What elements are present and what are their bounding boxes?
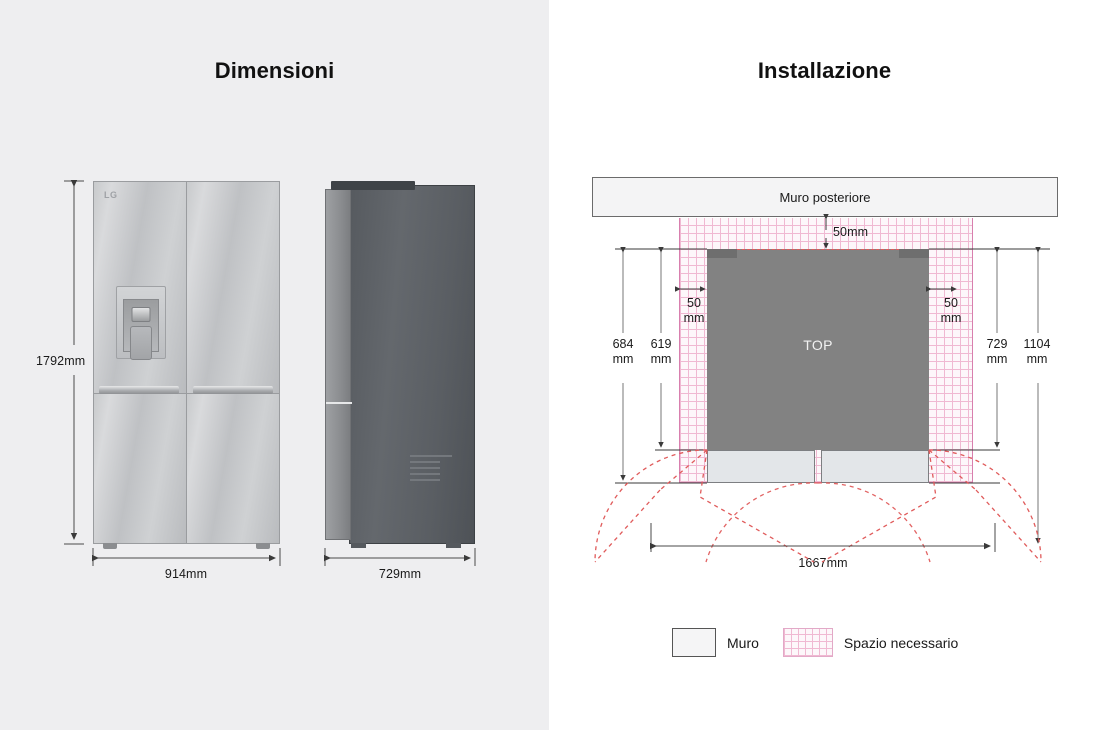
dispenser-nozzle-icon <box>131 307 151 322</box>
dimension-619: 619 mm <box>641 337 681 367</box>
required-space-swatch-icon <box>782 628 833 657</box>
dimension-619-value: 619 <box>650 337 672 351</box>
door-bottom-right <box>186 393 280 544</box>
side-foot-front <box>351 543 366 548</box>
side-door-edge <box>325 189 352 540</box>
front-height-label: 1792mm <box>36 354 86 368</box>
side-body <box>349 185 475 544</box>
right-clearance-unit: mm <box>940 310 962 325</box>
foot-right <box>256 543 270 549</box>
left-clearance-label: 50 mm <box>676 296 712 326</box>
water-dispenser <box>116 286 166 360</box>
door-footprint-right <box>821 450 929 483</box>
side-top-hinge <box>331 181 415 190</box>
dimension-684-value: 684 <box>612 337 634 351</box>
door-footprint-left <box>707 450 815 483</box>
side-foot-rear <box>446 543 461 548</box>
dimension-1104-unit: mm <box>1026 351 1048 366</box>
rear-clearance-label: 50mm <box>833 225 869 239</box>
dimension-619-unit: mm <box>650 351 672 366</box>
unit-footprint-label: TOP <box>803 337 833 353</box>
legend: Muro Spazio necessario <box>672 628 958 657</box>
hinge-block-right <box>899 249 929 258</box>
dimension-729-value: 729 <box>986 337 1008 351</box>
total-width-label: 1667mm <box>798 556 848 570</box>
dimension-729: 729 mm <box>977 337 1017 367</box>
side-depth-label: 729mm <box>378 567 422 581</box>
foot-left <box>103 543 117 549</box>
rear-vent-grille <box>410 455 452 491</box>
installation-title: Installazione <box>757 58 892 83</box>
legend-item-space: Spazio necessario <box>782 628 959 657</box>
right-clearance-value: 50 <box>944 296 958 310</box>
door-top-right <box>186 181 280 394</box>
installation-panel: Installazione <box>549 0 1100 730</box>
door-top-left: LG <box>93 181 187 394</box>
hinge-block-left <box>707 249 737 258</box>
door-bottom-left <box>93 393 187 544</box>
dispenser-pad <box>130 326 152 360</box>
refrigerator-front-view: LG <box>93 181 280 549</box>
dimension-1104: 1104 mm <box>1015 337 1059 367</box>
refrigerator-side-view <box>325 181 475 548</box>
dimension-684-unit: mm <box>612 351 634 366</box>
handle-bar-right <box>193 386 273 394</box>
dimension-1104-value: 1104 <box>1023 337 1051 351</box>
front-width-label: 914mm <box>164 567 208 581</box>
legend-label-wall: Muro <box>727 634 759 651</box>
dimensions-title: Dimensioni <box>214 58 335 83</box>
left-clearance-value: 50 <box>687 296 701 310</box>
dispenser-alcove <box>123 299 159 360</box>
left-clearance-unit: mm <box>683 310 705 325</box>
dimension-729-unit: mm <box>986 351 1008 366</box>
dimension-684: 684 mm <box>603 337 643 367</box>
wall-swatch-icon <box>672 628 716 657</box>
unit-footprint: TOP <box>707 249 929 450</box>
rear-clearance-dashed-line <box>737 249 899 250</box>
legend-label-space: Spazio necessario <box>843 634 959 651</box>
rear-wall-bar: Muro posteriore <box>592 177 1058 217</box>
legend-item-wall: Muro <box>672 628 759 657</box>
handle-bar-left <box>99 386 179 394</box>
side-door-split <box>326 402 352 404</box>
right-clearance-label: 50 mm <box>933 296 969 326</box>
lg-logo: LG <box>104 190 118 200</box>
rear-wall-label: Muro posteriore <box>779 189 871 205</box>
